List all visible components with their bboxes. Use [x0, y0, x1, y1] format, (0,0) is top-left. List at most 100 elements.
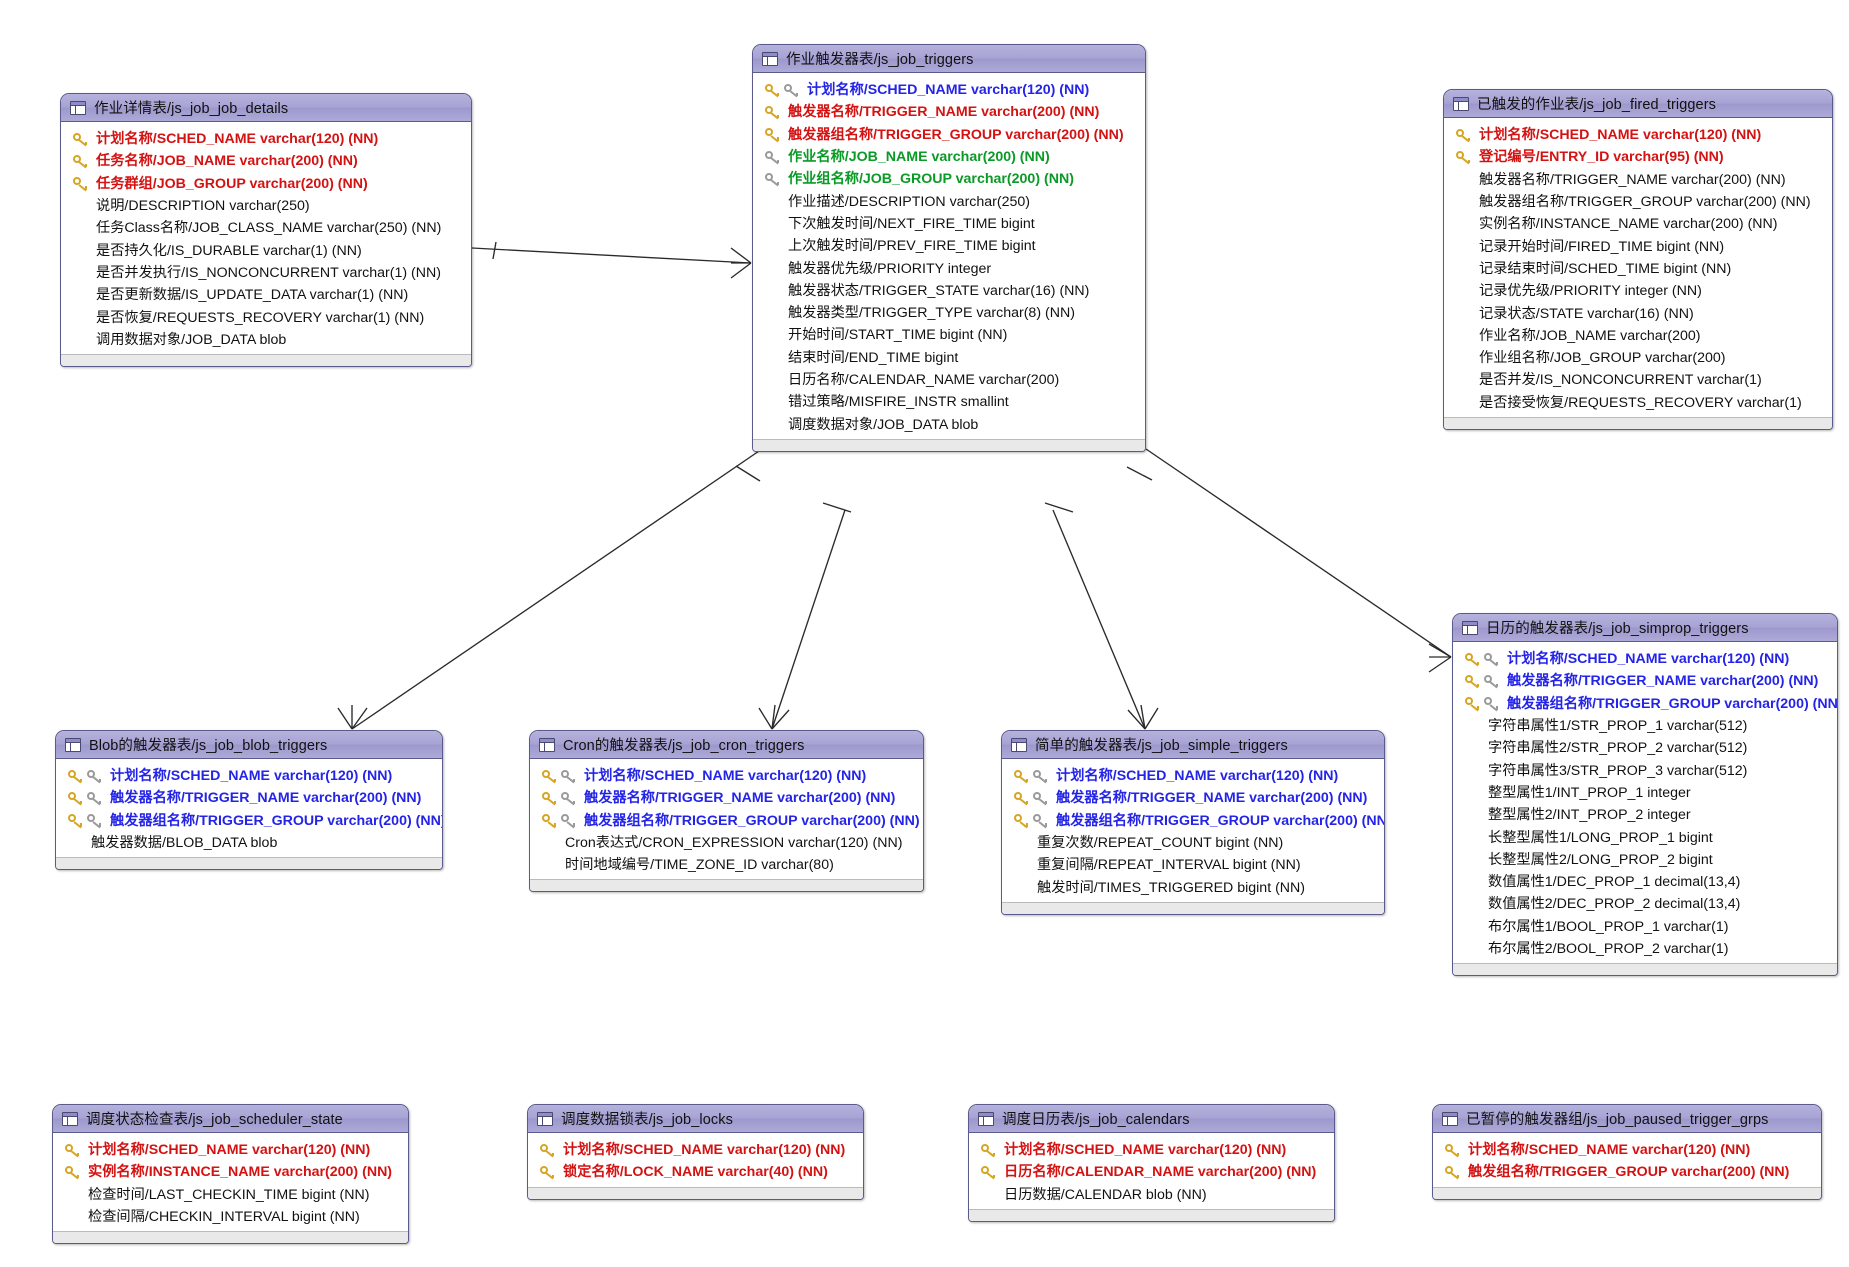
attribute-row[interactable]: 触发组名称/TRIGGER_GROUP varchar(200) (NN) — [1433, 1160, 1821, 1182]
attribute-row[interactable]: 计划名称/SCHED_NAME varchar(120) (NN) — [530, 764, 923, 786]
attribute-row[interactable]: 计划名称/SCHED_NAME varchar(120) (NN) — [528, 1138, 863, 1160]
attribute-row[interactable]: 触发器名称/TRIGGER_NAME varchar(200) (NN) — [1002, 786, 1384, 808]
attribute-row[interactable]: 任务名称/JOB_NAME varchar(200) (NN) — [61, 149, 471, 171]
attribute-row[interactable]: 触发器名称/TRIGGER_NAME varchar(200) (NN) — [530, 786, 923, 808]
attribute-row[interactable]: 调度数据对象/JOB_DATA blob — [753, 412, 1145, 434]
entity-js_job_fired_triggers[interactable]: 已触发的作业表/js_job_fired_triggers 计划名称/SCHED_… — [1443, 89, 1833, 430]
attribute-row[interactable]: 作业描述/DESCRIPTION varchar(250) — [753, 189, 1145, 211]
attribute-row[interactable]: 计划名称/SCHED_NAME varchar(120) (NN) — [1444, 123, 1832, 145]
attribute-row[interactable]: 记录结束时间/SCHED_TIME bigint (NN) — [1444, 257, 1832, 279]
attribute-row[interactable]: 计划名称/SCHED_NAME varchar(120) (NN) — [1453, 647, 1837, 669]
attribute-row[interactable]: 记录状态/STATE varchar(16) (NN) — [1444, 301, 1832, 323]
attribute-row[interactable]: Cron表达式/CRON_EXPRESSION varchar(120) (NN… — [530, 831, 923, 853]
attribute-row[interactable]: 触发器状态/TRIGGER_STATE varchar(16) (NN) — [753, 279, 1145, 301]
attribute-row[interactable]: 结束时间/END_TIME bigint — [753, 346, 1145, 368]
attribute-row[interactable]: 长整型属性2/LONG_PROP_2 bigint — [1453, 848, 1837, 870]
entity-js_job_triggers[interactable]: 作业触发器表/js_job_triggers 计划名称/SCHED_NAME va… — [752, 44, 1146, 452]
attribute-row[interactable]: 数值属性2/DEC_PROP_2 decimal(13,4) — [1453, 892, 1837, 914]
attribute-row[interactable]: 计划名称/SCHED_NAME varchar(120) (NN) — [61, 127, 471, 149]
attribute-row[interactable]: 触发器组名称/TRIGGER_GROUP varchar(200) (NN) — [56, 809, 442, 831]
entity-header[interactable]: 日历的触发器表/js_job_simprop_triggers — [1453, 614, 1837, 642]
attribute-row[interactable]: 检查间隔/CHECKIN_INTERVAL bigint (NN) — [53, 1205, 408, 1227]
entity-header[interactable]: 作业触发器表/js_job_triggers — [753, 45, 1145, 73]
attribute-row[interactable]: 触发器名称/TRIGGER_NAME varchar(200) (NN) — [1453, 669, 1837, 691]
entity-js_job_scheduler_state[interactable]: 调度状态检查表/js_job_scheduler_state 计划名称/SCHED… — [52, 1104, 409, 1245]
entity-header[interactable]: 调度日历表/js_job_calendars — [969, 1105, 1334, 1133]
attribute-row[interactable]: 日历数据/CALENDAR blob (NN) — [969, 1183, 1334, 1205]
attribute-row[interactable]: 记录开始时间/FIRED_TIME bigint (NN) — [1444, 234, 1832, 256]
attribute-row[interactable]: 计划名称/SCHED_NAME varchar(120) (NN) — [969, 1138, 1334, 1160]
entity-header[interactable]: Blob的触发器表/js_job_blob_triggers — [56, 731, 442, 759]
entity-js_job_blob_triggers[interactable]: Blob的触发器表/js_job_blob_triggers 计划名称/SCHED… — [55, 730, 443, 871]
attribute-row[interactable]: 触发器名称/TRIGGER_NAME varchar(200) (NN) — [1444, 168, 1832, 190]
entity-js_job_cron_triggers[interactable]: Cron的触发器表/js_job_cron_triggers 计划名称/SCHED… — [529, 730, 924, 893]
attribute-row[interactable]: 布尔属性2/BOOL_PROP_2 varchar(1) — [1453, 937, 1837, 959]
attribute-row[interactable]: 重复次数/REPEAT_COUNT bigint (NN) — [1002, 831, 1384, 853]
attribute-row[interactable]: 错过策略/MISFIRE_INSTR smallint — [753, 390, 1145, 412]
entity-js_job_job_details[interactable]: 作业详情表/js_job_job_details 计划名称/SCHED_NAME … — [60, 93, 472, 367]
attribute-row[interactable]: 说明/DESCRIPTION varchar(250) — [61, 194, 471, 216]
attribute-row[interactable]: 日历名称/CALENDAR_NAME varchar(200) — [753, 368, 1145, 390]
attribute-row[interactable]: 检查时间/LAST_CHECKIN_TIME bigint (NN) — [53, 1183, 408, 1205]
attribute-row[interactable]: 下次触发时间/NEXT_FIRE_TIME bigint — [753, 212, 1145, 234]
attribute-row[interactable]: 整型属性1/INT_PROP_1 integer — [1453, 781, 1837, 803]
attribute-row[interactable]: 字符串属性2/STR_PROP_2 varchar(512) — [1453, 736, 1837, 758]
attribute-row[interactable]: 触发时间/TIMES_TRIGGERED bigint (NN) — [1002, 875, 1384, 897]
attribute-row[interactable]: 触发器组名称/TRIGGER_GROUP varchar(200) (NN) — [1444, 190, 1832, 212]
attribute-row[interactable]: 计划名称/SCHED_NAME varchar(120) (NN) — [56, 764, 442, 786]
attribute-row[interactable]: 触发器类型/TRIGGER_TYPE varchar(8) (NN) — [753, 301, 1145, 323]
attribute-row[interactable]: 作业组名称/JOB_GROUP varchar(200) — [1444, 346, 1832, 368]
attribute-row[interactable]: 触发器组名称/TRIGGER_GROUP varchar(200) (NN) — [1453, 692, 1837, 714]
entity-header[interactable]: 作业详情表/js_job_job_details — [61, 94, 471, 122]
attribute-row[interactable]: 作业名称/JOB_NAME varchar(200) — [1444, 324, 1832, 346]
attribute-row[interactable]: 日历名称/CALENDAR_NAME varchar(200) (NN) — [969, 1160, 1334, 1182]
attribute-row[interactable]: 是否接受恢复/REQUESTS_RECOVERY varchar(1) — [1444, 391, 1832, 413]
attribute-row[interactable]: 计划名称/SCHED_NAME varchar(120) (NN) — [1433, 1138, 1821, 1160]
attribute-row[interactable]: 触发器数据/BLOB_DATA blob — [56, 831, 442, 853]
attribute-row[interactable]: 作业组名称/JOB_GROUP varchar(200) (NN) — [753, 167, 1145, 189]
attribute-row[interactable]: 触发器组名称/TRIGGER_GROUP varchar(200) (NN) — [753, 123, 1145, 145]
attribute-row[interactable]: 开始时间/START_TIME bigint (NN) — [753, 323, 1145, 345]
entity-header[interactable]: 简单的触发器表/js_job_simple_triggers — [1002, 731, 1384, 759]
attribute-row[interactable]: 是否并发/IS_NONCONCURRENT varchar(1) — [1444, 368, 1832, 390]
attribute-row[interactable]: 计划名称/SCHED_NAME varchar(120) (NN) — [1002, 764, 1384, 786]
attribute-row[interactable]: 计划名称/SCHED_NAME varchar(120) (NN) — [53, 1138, 408, 1160]
entity-js_job_calendars[interactable]: 调度日历表/js_job_calendars 计划名称/SCHED_NAME va… — [968, 1104, 1335, 1222]
attribute-row[interactable]: 是否更新数据/IS_UPDATE_DATA varchar(1) (NN) — [61, 283, 471, 305]
attribute-row[interactable]: 触发器名称/TRIGGER_NAME varchar(200) (NN) — [56, 786, 442, 808]
attribute-row[interactable]: 实例名称/INSTANCE_NAME varchar(200) (NN) — [1444, 212, 1832, 234]
attribute-row[interactable]: 字符串属性3/STR_PROP_3 varchar(512) — [1453, 758, 1837, 780]
attribute-row[interactable]: 整型属性2/INT_PROP_2 integer — [1453, 803, 1837, 825]
attribute-row[interactable]: 字符串属性1/STR_PROP_1 varchar(512) — [1453, 714, 1837, 736]
entity-js_job_simple_triggers[interactable]: 简单的触发器表/js_job_simple_triggers 计划名称/SCHED… — [1001, 730, 1385, 915]
attribute-row[interactable]: 是否并发执行/IS_NONCONCURRENT varchar(1) (NN) — [61, 261, 471, 283]
attribute-row[interactable]: 触发器组名称/TRIGGER_GROUP varchar(200) (NN) — [530, 809, 923, 831]
entity-header[interactable]: Cron的触发器表/js_job_cron_triggers — [530, 731, 923, 759]
attribute-row[interactable]: 触发器组名称/TRIGGER_GROUP varchar(200) (NN) — [1002, 809, 1384, 831]
entity-header[interactable]: 调度状态检查表/js_job_scheduler_state — [53, 1105, 408, 1133]
attribute-row[interactable]: 调用数据对象/JOB_DATA blob — [61, 328, 471, 350]
attribute-row[interactable]: 长整型属性1/LONG_PROP_1 bigint — [1453, 825, 1837, 847]
attribute-row[interactable]: 任务Class名称/JOB_CLASS_NAME varchar(250) (N… — [61, 216, 471, 238]
attribute-row[interactable]: 是否恢复/REQUESTS_RECOVERY varchar(1) (NN) — [61, 305, 471, 327]
entity-header[interactable]: 已触发的作业表/js_job_fired_triggers — [1444, 90, 1832, 118]
attribute-row[interactable]: 实例名称/INSTANCE_NAME varchar(200) (NN) — [53, 1160, 408, 1182]
entity-js_job_locks[interactable]: 调度数据锁表/js_job_locks 计划名称/SCHED_NAME varch… — [527, 1104, 864, 1200]
attribute-row[interactable]: 触发器优先级/PRIORITY integer — [753, 256, 1145, 278]
attribute-row[interactable]: 任务群组/JOB_GROUP varchar(200) (NN) — [61, 172, 471, 194]
attribute-row[interactable]: 上次触发时间/PREV_FIRE_TIME bigint — [753, 234, 1145, 256]
attribute-row[interactable]: 锁定名称/LOCK_NAME varchar(40) (NN) — [528, 1160, 863, 1182]
entity-js_job_simprop_triggers[interactable]: 日历的触发器表/js_job_simprop_triggers 计划名称/SCHE… — [1452, 613, 1838, 977]
attribute-row[interactable]: 数值属性1/DEC_PROP_1 decimal(13,4) — [1453, 870, 1837, 892]
attribute-row[interactable]: 时间地域编号/TIME_ZONE_ID varchar(80) — [530, 853, 923, 875]
attribute-row[interactable]: 记录优先级/PRIORITY integer (NN) — [1444, 279, 1832, 301]
attribute-row[interactable]: 重复间隔/REPEAT_INTERVAL bigint (NN) — [1002, 853, 1384, 875]
attribute-row[interactable]: 登记编号/ENTRY_ID varchar(95) (NN) — [1444, 145, 1832, 167]
attribute-row[interactable]: 计划名称/SCHED_NAME varchar(120) (NN) — [753, 78, 1145, 100]
entity-js_job_paused_trigger_grps[interactable]: 已暂停的触发器组/js_job_paused_trigger_grps 计划名称/… — [1432, 1104, 1822, 1200]
attribute-row[interactable]: 布尔属性1/BOOL_PROP_1 varchar(1) — [1453, 915, 1837, 937]
attribute-row[interactable]: 作业名称/JOB_NAME varchar(200) (NN) — [753, 145, 1145, 167]
entity-header[interactable]: 调度数据锁表/js_job_locks — [528, 1105, 863, 1133]
attribute-row[interactable]: 触发器名称/TRIGGER_NAME varchar(200) (NN) — [753, 100, 1145, 122]
entity-header[interactable]: 已暂停的触发器组/js_job_paused_trigger_grps — [1433, 1105, 1821, 1133]
